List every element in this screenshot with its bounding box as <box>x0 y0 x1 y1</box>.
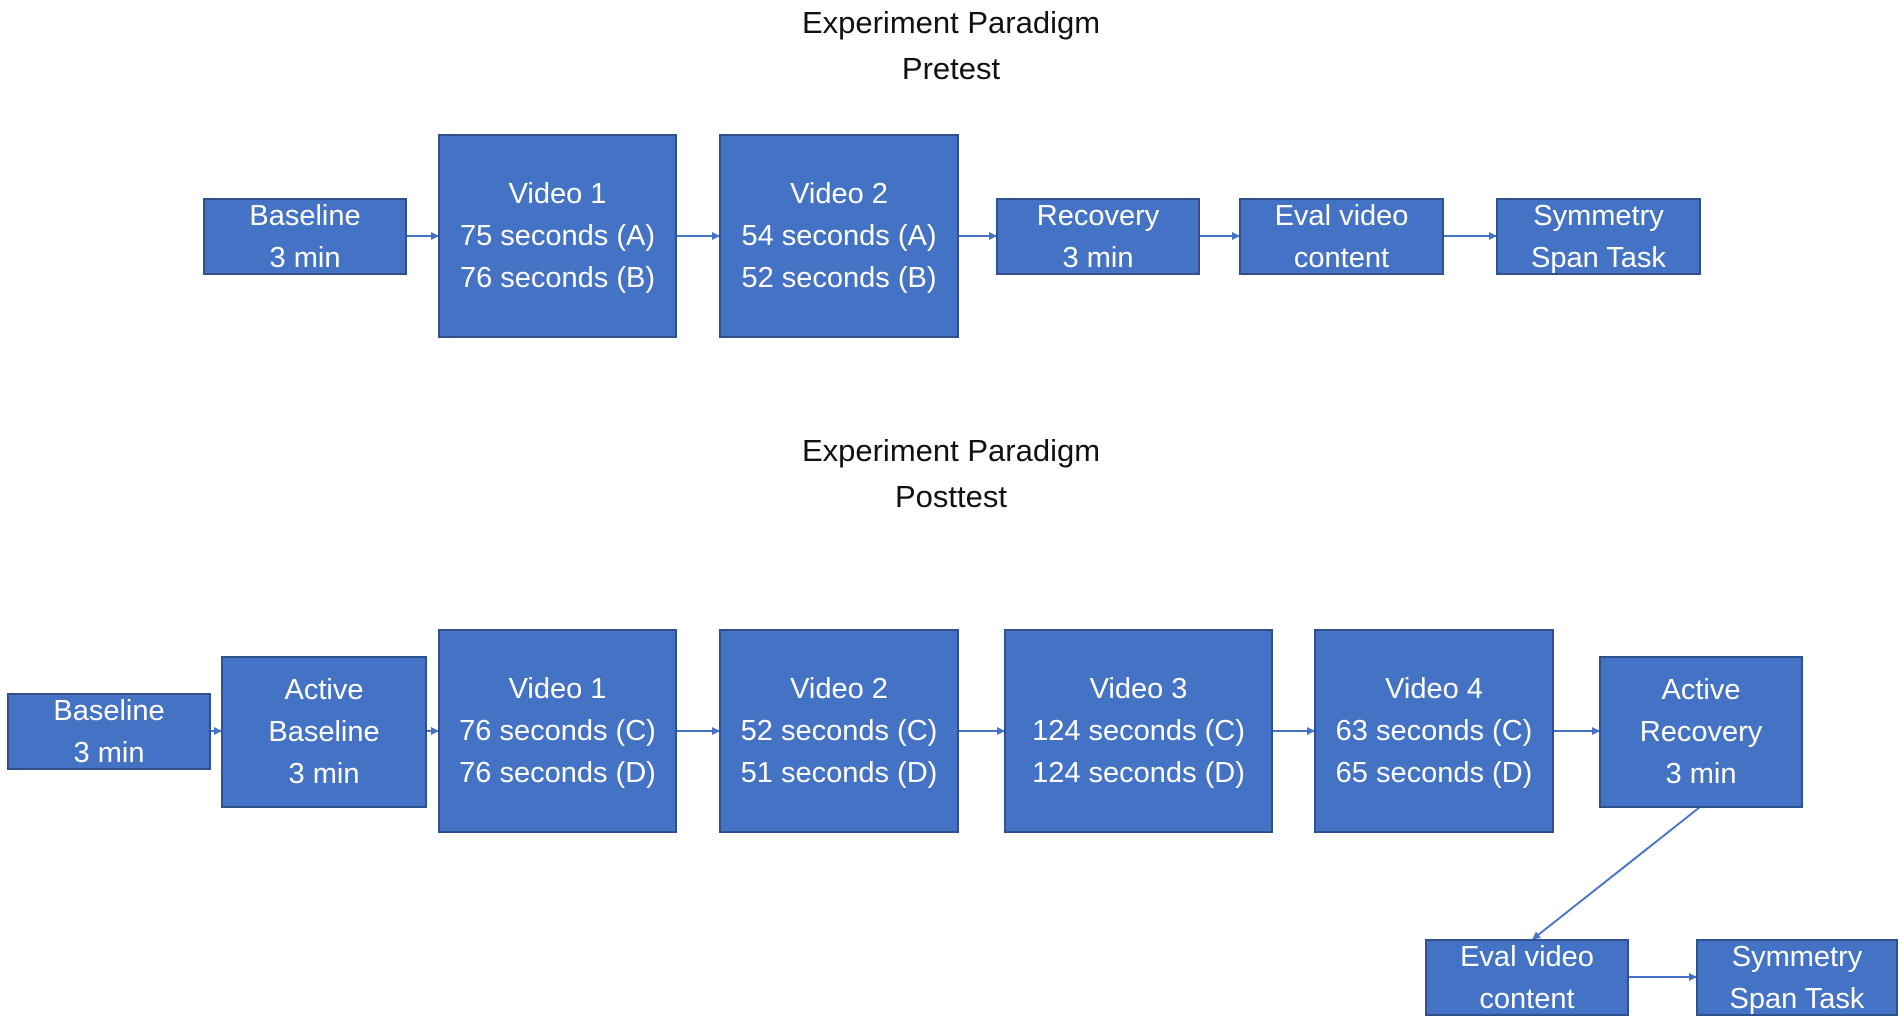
posttest-step-video-1: Video 1 76 seconds (C) 76 seconds (D) <box>438 629 677 833</box>
posttest-title: Experiment Paradigm Posttest <box>801 433 1101 514</box>
pretest-step-recovery: Recovery 3 min <box>996 198 1200 275</box>
pretest-step-video-2: Video 2 54 seconds (A) 52 seconds (B) <box>719 134 959 338</box>
posttest-step-video-4: Video 4 63 seconds (C) 65 seconds (D) <box>1314 629 1554 833</box>
posttest-step-symmetry-span-task: Symmetry Span Task <box>1696 939 1898 1016</box>
posttest-step-video-2: Video 2 52 seconds (C) 51 seconds (D) <box>719 629 959 833</box>
posttest-step-baseline: Baseline 3 min <box>7 693 211 770</box>
pretest-title: Experiment Paradigm Pretest <box>801 5 1101 86</box>
pretest-step-symmetry-span-task: Symmetry Span Task <box>1496 198 1701 275</box>
pretest-step-eval-video-content: Eval video content <box>1239 198 1444 275</box>
posttest-step-active-recovery: Active Recovery 3 min <box>1599 656 1803 808</box>
pretest-step-baseline: Baseline 3 min <box>203 198 407 275</box>
pretest-step-video-1: Video 1 75 seconds (A) 76 seconds (B) <box>438 134 677 338</box>
posttest-step-eval-video-content: Eval video content <box>1425 939 1629 1016</box>
posttest-arrow-7 <box>1532 806 1701 940</box>
posttest-step-video-3: Video 3 124 seconds (C) 124 seconds (D) <box>1004 629 1273 833</box>
posttest-step-active-baseline: Active Baseline 3 min <box>221 656 427 808</box>
